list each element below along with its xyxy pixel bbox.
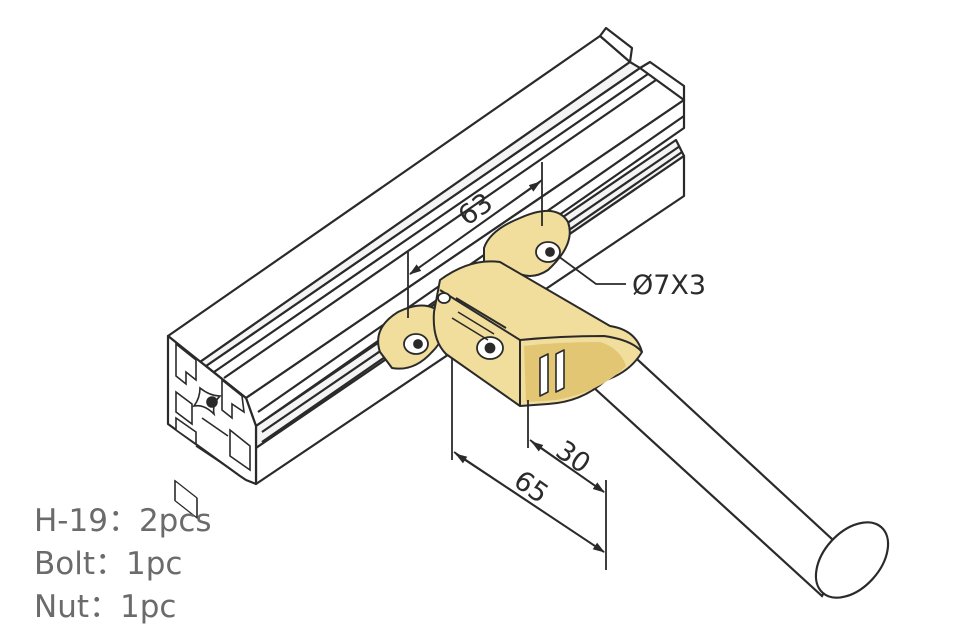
parts-list: H-19：2pcs Bolt：1pc Nut：1pc: [34, 500, 212, 629]
parts-list-item: H-19：2pcs: [34, 500, 212, 543]
part-separator: ：: [89, 589, 120, 625]
part-name: Bolt: [34, 546, 96, 582]
h19-joint: [377, 210, 643, 407]
part-name: Nut: [34, 589, 89, 625]
part-name: H-19: [34, 503, 108, 539]
parts-list-item: Bolt：1pc: [34, 543, 212, 586]
hole-leader: [557, 255, 626, 285]
part-quantity: 1pc: [120, 589, 177, 625]
dimension-lines: [407, 162, 626, 570]
part-separator: ：: [107, 503, 139, 539]
dim-30-label: 30: [550, 435, 596, 480]
parts-list-item: Nut：1pc: [34, 586, 212, 629]
profile-end-detail: [175, 342, 251, 472]
part-separator: ：: [95, 546, 127, 582]
dim-65-label: 65: [508, 465, 554, 510]
part-quantity: 1pc: [126, 546, 183, 582]
part-quantity: 2pcs: [138, 503, 212, 539]
hole-spec-label: Ø7X3: [632, 270, 706, 301]
pipe-tube: [590, 334, 890, 599]
pipe-end: [814, 521, 890, 599]
